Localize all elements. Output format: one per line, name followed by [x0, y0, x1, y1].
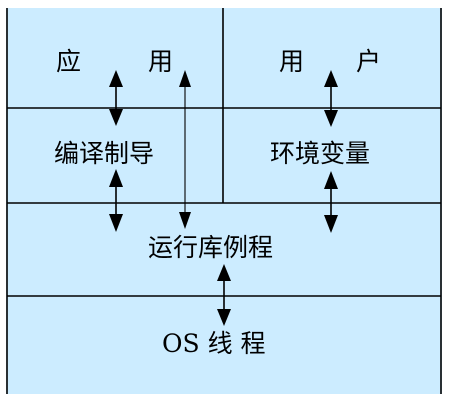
- arrow-application-to-directives: [109, 70, 123, 126]
- diagram-background: [6, 8, 442, 394]
- user-label-right: 户: [356, 47, 381, 76]
- os-threads-label: OS 线 程: [162, 329, 266, 358]
- environment-variables-label: 环境变量: [270, 139, 370, 168]
- application-label-left: 应: [56, 47, 81, 76]
- arrow-directives-to-runtime: [109, 169, 123, 232]
- runtime-library-label: 运行库例程: [148, 233, 273, 262]
- application-label-right: 用: [148, 47, 173, 76]
- arrow-user-to-env: [324, 70, 338, 127]
- compiler-directives-label: 编译制导: [54, 139, 154, 168]
- arrow-runtime-to-os: [217, 264, 231, 326]
- arrow-env-to-runtime: [324, 171, 338, 233]
- user-label-left: 用: [279, 47, 304, 76]
- arrow-application-to-runtime: [179, 70, 191, 229]
